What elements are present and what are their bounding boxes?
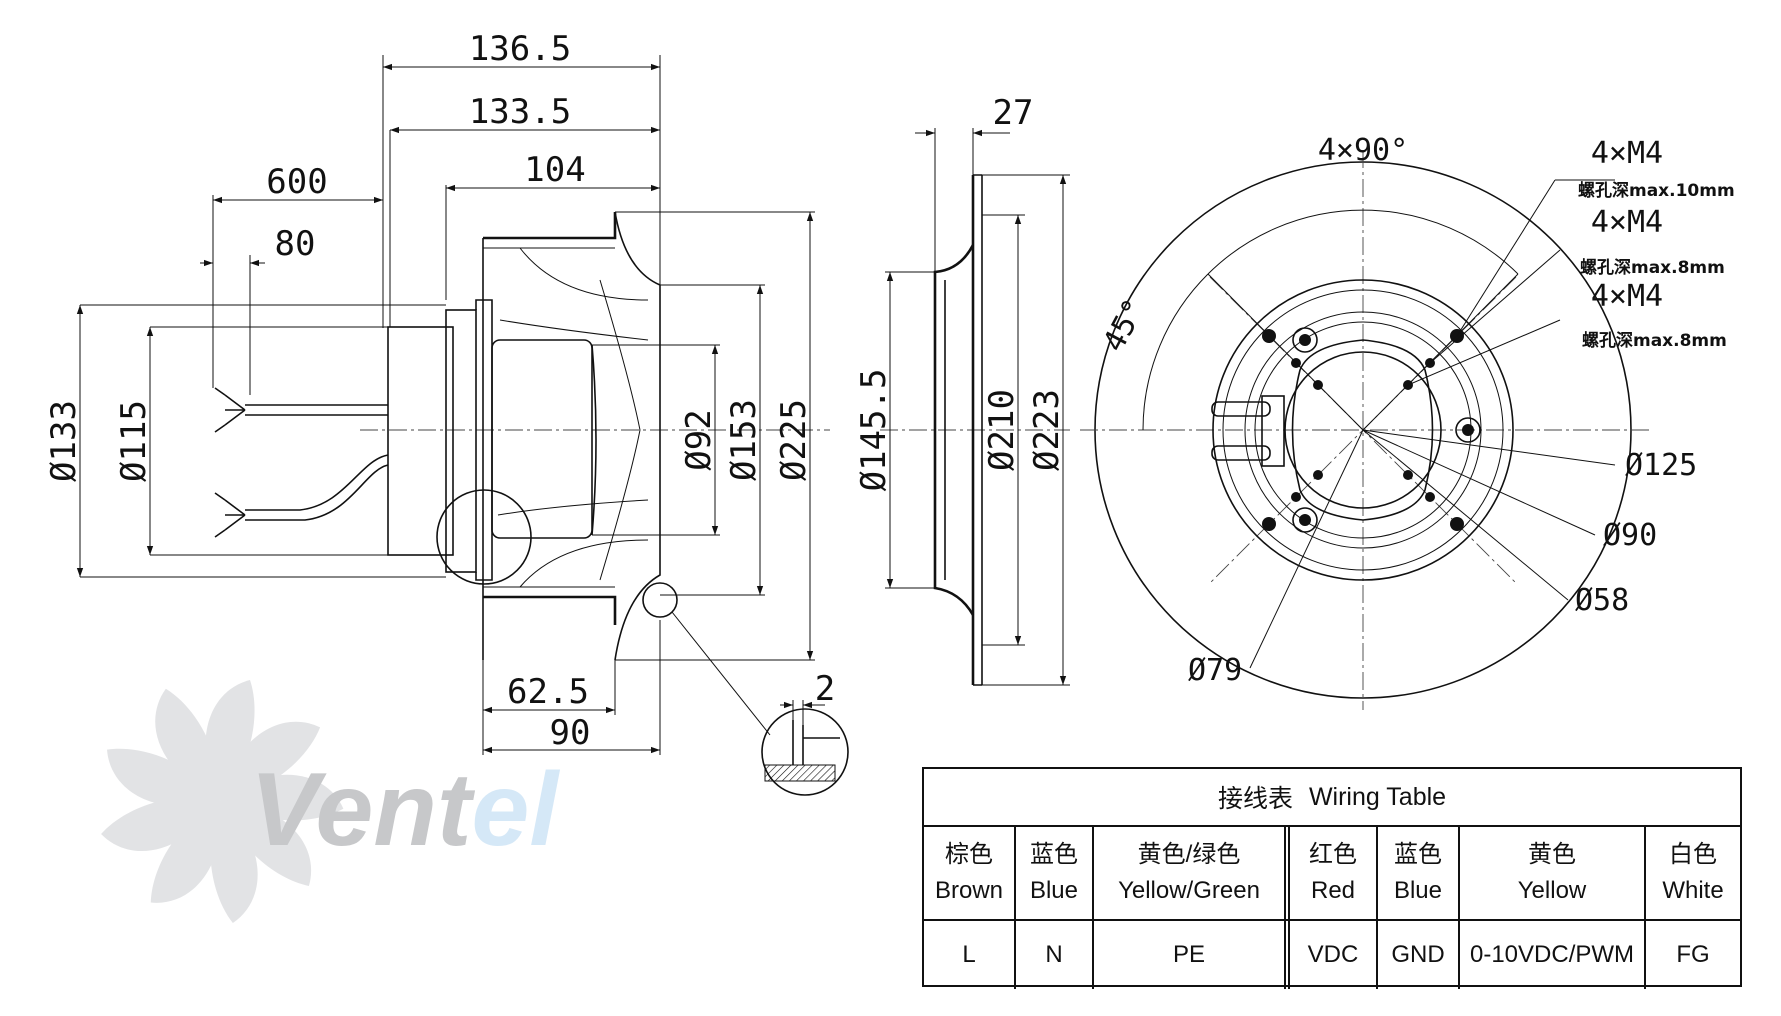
dim-d79: Ø79 [1188, 653, 1242, 688]
dim-d115: Ø115 [114, 400, 154, 482]
value-cell-gnd: GND [1378, 921, 1460, 989]
motor-outer-circle [1212, 279, 1514, 581]
header-cn: 红色 [1309, 841, 1357, 868]
value-cell-fg: FG [1676, 941, 1710, 968]
logo-text-el: el [472, 752, 561, 868]
dim-90: 90 [550, 713, 591, 753]
wiring-table-value-row: L N PE VDC GND 0-10VDC/PWM FG [924, 921, 1740, 989]
dim-27: 27 [993, 93, 1034, 133]
dim-2: 2 [815, 669, 835, 709]
ventel-logo: Ventel [101, 680, 560, 924]
value-cell-control: 0-10VDC/PWM [1460, 921, 1646, 989]
motor-flange [445, 309, 477, 573]
header-cn: 黄色 [1528, 841, 1576, 868]
header-en: Blue [1393, 877, 1443, 904]
header-cn: 白色 [1669, 841, 1717, 868]
detail-circle-b [642, 582, 678, 618]
angle-45: 45° [1096, 293, 1152, 357]
value-cell-n: N [1016, 921, 1094, 989]
wiring-table-title: 接线表 Wiring Table [924, 769, 1740, 827]
header-en: Blue [1029, 877, 1079, 904]
motor-body [387, 326, 454, 556]
detail-view [761, 700, 849, 796]
header-cell-blue-2: 蓝色 Blue [1378, 827, 1460, 919]
header-en: Brown [934, 877, 1004, 904]
dim-d153: Ø153 [724, 399, 764, 481]
dim-104: 104 [524, 150, 585, 190]
hole-note-2-depth: 螺孔深max.8mm [1580, 257, 1725, 278]
dim-d92: Ø92 [679, 409, 719, 470]
hole-note-1-depth: 螺孔深max.10mm [1578, 180, 1735, 201]
angle-4x90: 4×90° [1318, 133, 1408, 168]
header-en: Red [1310, 877, 1356, 904]
header-cn: 蓝色 [1394, 841, 1442, 868]
header-cn: 黄色/绿色 [1137, 841, 1241, 868]
front-view: 45° 4×90° 4×M4 螺孔深max.10mm 4×M4 螺孔深max.8… [1080, 133, 1735, 710]
dim-600: 600 [266, 162, 327, 202]
dim-d223: Ø223 [1027, 389, 1067, 471]
header-cell-brown: 棕色 Brown [924, 827, 1016, 919]
header-en: White [1662, 877, 1724, 904]
rotor-hub [491, 339, 593, 539]
header-cell-red: 红色 Red [1290, 827, 1378, 919]
inlet-ring-view: 27 Ø145.5 Ø210 Ø223 [854, 93, 1070, 686]
dim-80: 80 [275, 224, 316, 264]
cable-gland [1211, 395, 1285, 467]
dim-133-5: 133.5 [469, 92, 571, 132]
dim-d125: Ø125 [1625, 448, 1697, 483]
header-cell-blue: 蓝色 Blue [1016, 827, 1094, 919]
dim-d225: Ø225 [774, 399, 814, 481]
hole-note-1-thread: 4×M4 [1591, 136, 1663, 171]
header-cn: 蓝色 [1030, 841, 1078, 868]
wiring-table-title-cn: 接线表 [1217, 785, 1293, 813]
cable-bundle [214, 387, 389, 538]
wiring-table-title-en: Wiring Table [1308, 782, 1447, 811]
header-cell-yellow: 黄色 Yellow [1460, 827, 1646, 919]
header-cell-white: 白色 White [1646, 827, 1740, 919]
header-cn: 棕色 [945, 841, 993, 868]
svg-text:Ventel: Ventel [250, 752, 560, 868]
impeller-bottom-plate [483, 595, 617, 625]
detail-circle-a [436, 489, 532, 585]
wiring-table: 接线表 Wiring Table 棕色 Brown 蓝色 Blue 黄色/绿色 … [922, 767, 1742, 989]
value-cell-vdc: VDC [1290, 921, 1378, 989]
dim-62-5: 62.5 [507, 672, 589, 712]
dim-d145-5: Ø145.5 [854, 369, 894, 492]
dim-d58: Ø58 [1575, 583, 1629, 618]
header-cell-yellow-green: 黄色/绿色 Yellow/Green [1094, 827, 1290, 919]
hole-note-3-thread: 4×M4 [1591, 279, 1663, 314]
header-en: Yellow [1517, 877, 1587, 904]
value-cell-pe: PE [1094, 921, 1290, 989]
header-en: Yellow/Green [1118, 877, 1260, 904]
impeller-top-plate [483, 212, 617, 240]
fan-blade-icon [101, 680, 344, 924]
logo-text-vent: Vent [250, 752, 476, 868]
dim-d133: Ø133 [44, 400, 84, 482]
dim-d210: Ø210 [982, 389, 1022, 471]
dim-d90: Ø90 [1603, 518, 1657, 553]
dim-136-5: 136.5 [469, 29, 571, 69]
side-view: 136.5 133.5 104 600 80 Ø133 Ø115 Ø92 Ø15… [44, 29, 849, 796]
hole-note-3-depth: 螺孔深max.8mm [1582, 330, 1727, 351]
value-cell-l: L [924, 921, 1016, 989]
wiring-table-header-row: 棕色 Brown 蓝色 Blue 黄色/绿色 Yellow/Green 红色 R… [924, 827, 1740, 921]
hole-note-2-thread: 4×M4 [1591, 205, 1663, 240]
